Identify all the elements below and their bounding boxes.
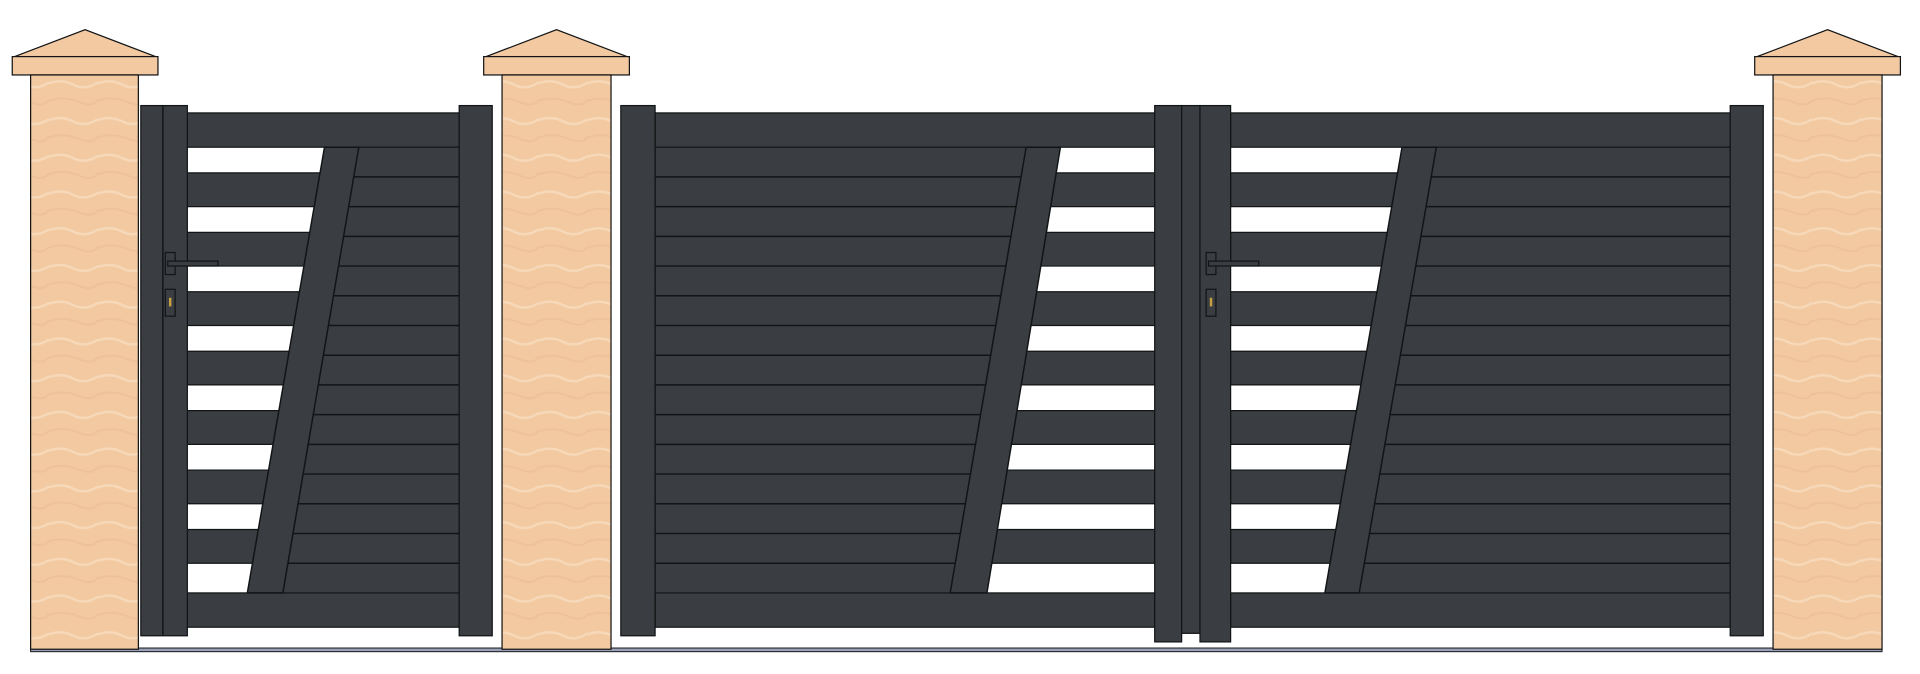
pedestrian-gate-top-rail [186, 112, 460, 148]
main-gate-left-leaf-open-slat [1010, 410, 1156, 445]
main-gate-left-leaf-open-slat [1049, 172, 1156, 208]
pedestrian-gate-latch-post [458, 104, 493, 637]
main-gate-left-leaf-bottom-rail [654, 592, 1156, 628]
ground-line [30, 647, 1883, 653]
main-gate-left-leaf-open-slat [1030, 291, 1156, 327]
main-gate-left-leaf-open-slat [1040, 231, 1156, 267]
pillar-right-cap-roof [1756, 28, 1899, 58]
pedestrian-gate-handle-lever [167, 260, 219, 267]
main-gate-right-leaf-bottom-rail [1230, 592, 1731, 628]
pillar-left-cap-roof [14, 28, 156, 58]
pillar-middle-cap-roof [485, 28, 628, 58]
pillar-middle-cap [483, 55, 630, 76]
pillar-left-body [30, 74, 139, 650]
main-gate-right-leaf-open-slat [1230, 350, 1368, 386]
main-gate-left-hinge-post [620, 104, 656, 637]
main-gate-left-leaf-open-slat [1000, 469, 1156, 505]
pedestrian-gate-hinge-post [140, 104, 188, 637]
pillar-right-body [1772, 74, 1883, 650]
pedestrian-gate-keyhole-icon [168, 297, 172, 307]
main-gate-left-meeting-post [1154, 104, 1183, 643]
main-gate-left-leaf-open-slat [1020, 350, 1156, 386]
pillar-left-cap [11, 55, 159, 76]
main-gate-handle-lever [1207, 260, 1260, 267]
main-gate-astragal [1181, 104, 1201, 634]
main-gate-left-leaf-top-rail [654, 112, 1156, 148]
pedestrian-gate-bottom-rail [186, 592, 460, 628]
main-gate-right-leaf-top-rail [1230, 112, 1731, 148]
main-gate-right-leaf-open-slat [1230, 172, 1399, 208]
pedestrian-gate-open-slat [186, 469, 270, 505]
pedestrian-gate-diagonal-brace [246, 146, 360, 594]
main-gate-right-leaf-diagonal-brace [1324, 146, 1438, 594]
pillar-right-cap [1754, 55, 1902, 76]
main-gate-keyhole-icon [1209, 297, 1213, 307]
pillar-middle-body [501, 74, 612, 650]
main-gate-left-leaf-diagonal-brace [949, 146, 1062, 594]
main-gate-right-meeting-post [1199, 104, 1232, 643]
pedestrian-gate-open-slat [186, 350, 290, 386]
main-gate-left-leaf-open-slat [991, 528, 1156, 564]
pedestrian-gate-open-slat [186, 528, 260, 564]
main-gate-right-leaf-open-slat [1230, 291, 1378, 327]
main-gate-right-leaf-open-slat [1230, 528, 1337, 564]
pedestrian-gate-open-slat [186, 291, 301, 327]
pedestrian-gate-open-slat [186, 410, 280, 445]
main-gate-right-leaf-open-slat [1230, 469, 1347, 505]
pedestrian-gate-open-slat [186, 172, 321, 208]
main-gate-right-hinge-post [1729, 104, 1764, 637]
main-gate-right-leaf-open-slat [1230, 410, 1358, 445]
